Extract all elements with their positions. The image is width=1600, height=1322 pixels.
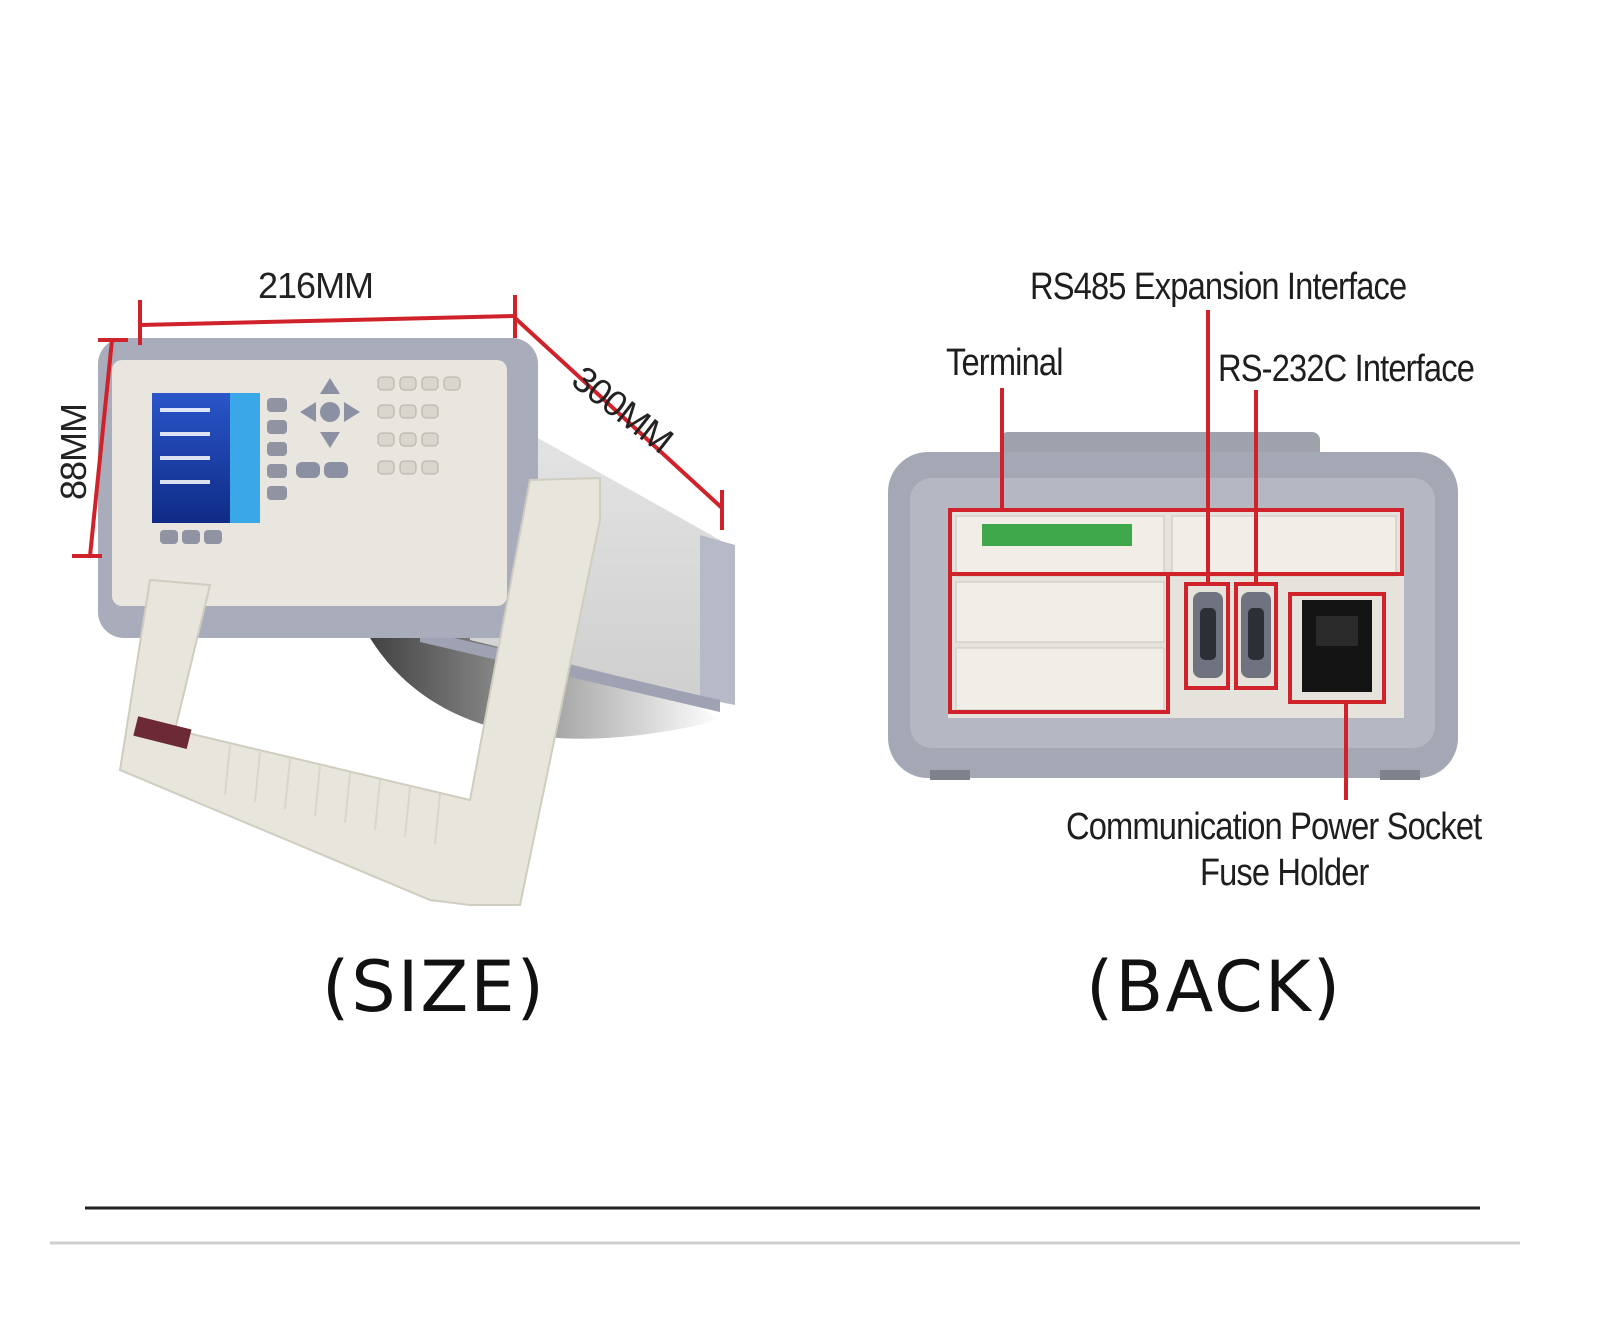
callout-power-label-line2: Fuse Holder [1200, 852, 1369, 894]
callout-rs485-label: RS485 Expansion Interface [1030, 266, 1407, 308]
callout-rs232-label: RS-232C Interface [1218, 348, 1475, 390]
callout-terminal-label: Terminal [946, 342, 1063, 384]
callout-leaders [948, 310, 1404, 800]
width-dimension-label: 216MM [258, 265, 374, 306]
size-caption: (SIZE) [322, 946, 546, 1028]
callout-power-label-line1: Communication Power Socket [1066, 806, 1482, 848]
dimension-lines [72, 295, 724, 558]
instrument-front-view [98, 338, 735, 906]
back-caption: (BACK) [1086, 946, 1343, 1028]
instrument-back-view [888, 432, 1458, 780]
height-dimension-label: 88MM [53, 403, 94, 500]
